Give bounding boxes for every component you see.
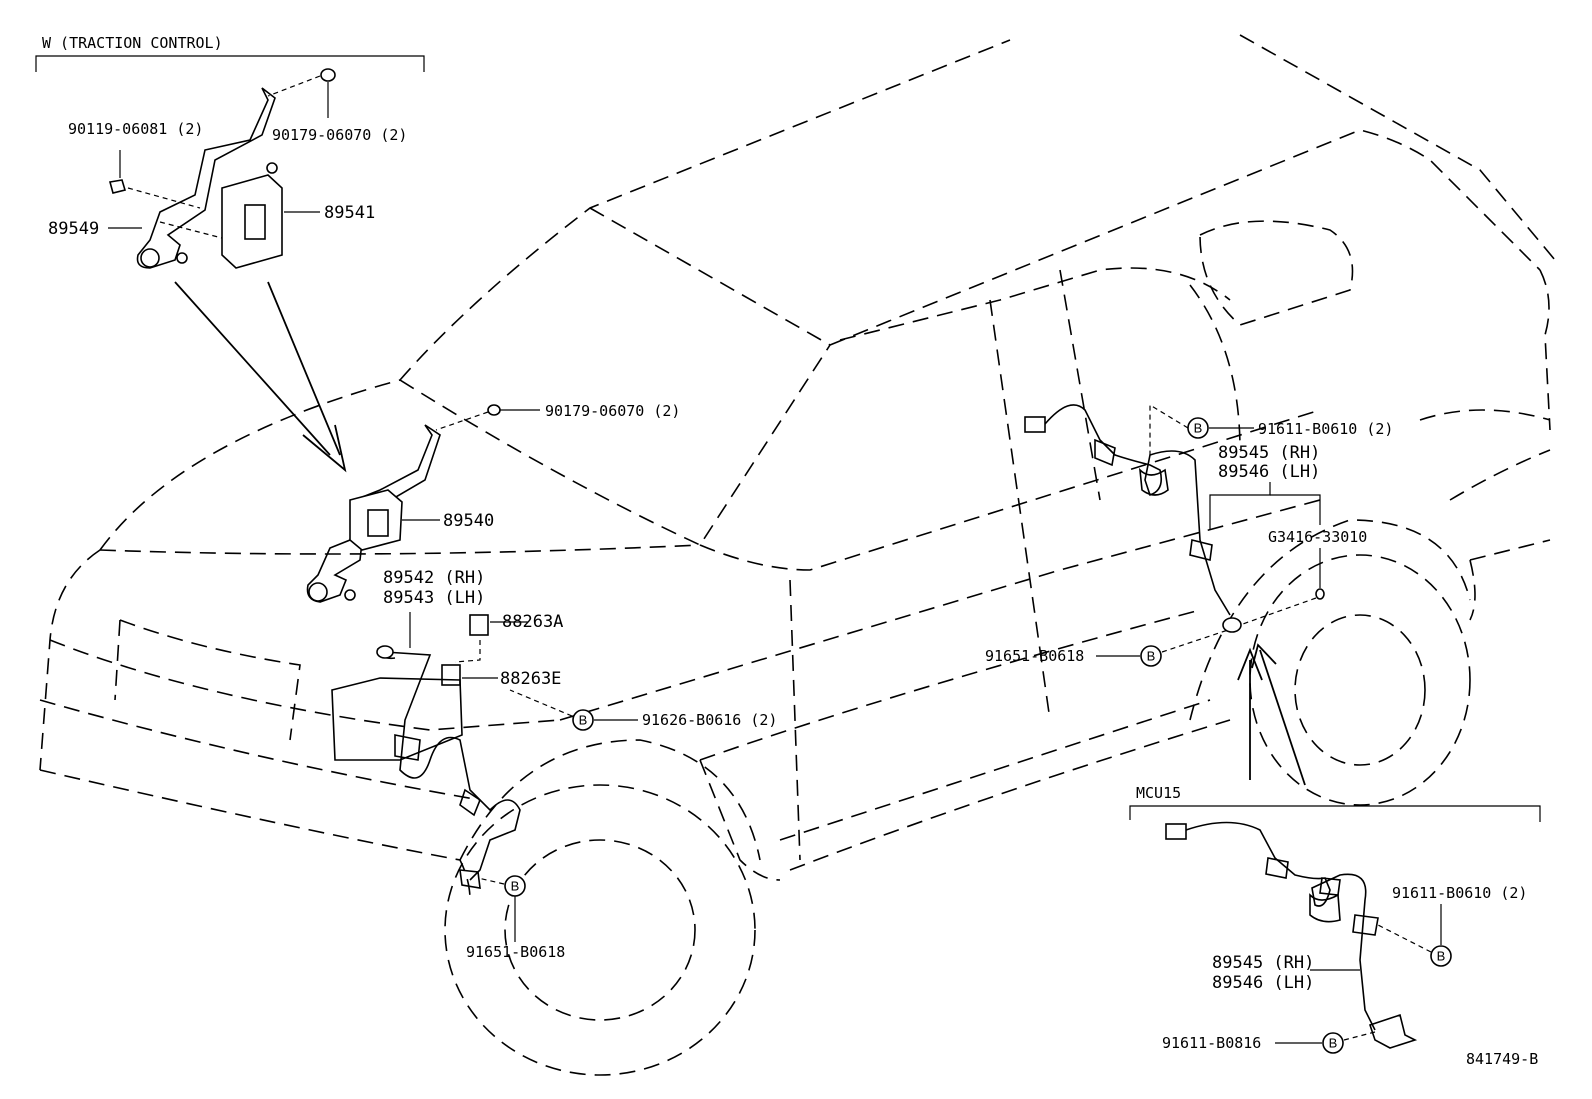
connector-rear [1024,416,1046,433]
label-91611-b0816: 91611-B0816 [1162,1034,1261,1052]
svg-text:B: B [1194,421,1203,436]
label-89545-rear: 89545 (RH) [1218,443,1320,463]
arrow-to-ecu-1 [174,281,331,456]
connector-88263e [441,664,461,686]
label-90179-06070-mid: 90179-06070 (2) [545,402,680,420]
label-g3416-33010: G3416-33010 [1268,528,1367,546]
grommet-g3416 [1315,588,1325,600]
clamp-91611-b0816: B 91611-B0816 [1162,1031,1376,1054]
clamp-91611-b0610-rear: B 91611-B0610 (2) [1149,403,1393,455]
label-89546-mcu: 89546 (LH) [1212,973,1314,993]
clamp-91651-b0618-front: B 91651-B0618 [466,875,565,961]
label-88263a: 88263A [502,612,563,632]
label-90179-06070-top: 90179-06070 (2) [272,126,407,144]
label-91611-b0610-mcu: 91611-B0610 (2) [1392,884,1527,902]
label-91611-b0610-rear: 91611-B0610 (2) [1258,420,1393,438]
svg-text:B: B [579,713,588,728]
label-89540: 89540 [443,511,494,531]
front-sensor-group: 89542 (RH) 89543 (LH) 88263A 88263E B 91… [331,568,777,961]
bolt-90119-06081 [108,150,201,209]
label-91651-b0618-front: 91651-B0618 [466,943,565,961]
label-89543: 89543 (LH) [383,588,485,608]
label-89546-rear: 89546 (LH) [1218,462,1320,482]
clamp-91651-b0618-rear: B 91651-B0618 [985,629,1229,667]
label-88263e: 88263E [500,669,561,689]
vehicle-outline [39,34,1556,1076]
svg-text:B: B [511,879,520,894]
ecu-89541 [221,162,283,269]
group-label-traction-control: W (TRACTION CONTROL) [42,34,223,52]
label-91626-b0616: 91626-B0616 (2) [642,711,777,729]
svg-text:B: B [1329,1036,1338,1051]
arrow-to-ecu-2 [267,281,341,456]
rear-sensor-group: B 91611-B0610 (2) 89545 (RH) 89546 (LH) … [985,403,1393,786]
traction-control-group: W (TRACTION CONTROL) 90119-06081 (2) [35,34,425,473]
svg-text:B: B [1437,949,1446,964]
label-89549: 89549 [48,219,99,239]
group-bracket-traction-control [35,55,425,72]
label-91651-b0618-rear: 91651-B0618 [985,647,1084,665]
label-89541: 89541 [324,203,375,223]
label-89545-mcu: 89545 (RH) [1212,953,1314,973]
connector-88263a [469,614,489,636]
label-89542: 89542 (RH) [383,568,485,588]
figure-id: 841749-B [1466,1050,1538,1068]
clamp-91626-b0616: B 91626-B0616 (2) [509,689,777,731]
group-label-mcu15: MCU15 [1136,784,1181,802]
group-bracket-mcu15 [1129,805,1541,822]
label-90119-06081: 90119-06081 (2) [68,120,203,138]
nut-90179-06070 [267,68,336,118]
mcu15-group: MCU15 B 91611-B0610 (2) 89545 (RH) 89546… [1129,784,1541,1054]
clamp-91611-b0610-mcu: B 91611-B0610 (2) [1377,884,1527,967]
bracket-89549 [136,87,276,269]
ecu-89540-group: 90179-06070 (2) 89540 [306,402,680,603]
svg-text:B: B [1147,649,1156,664]
